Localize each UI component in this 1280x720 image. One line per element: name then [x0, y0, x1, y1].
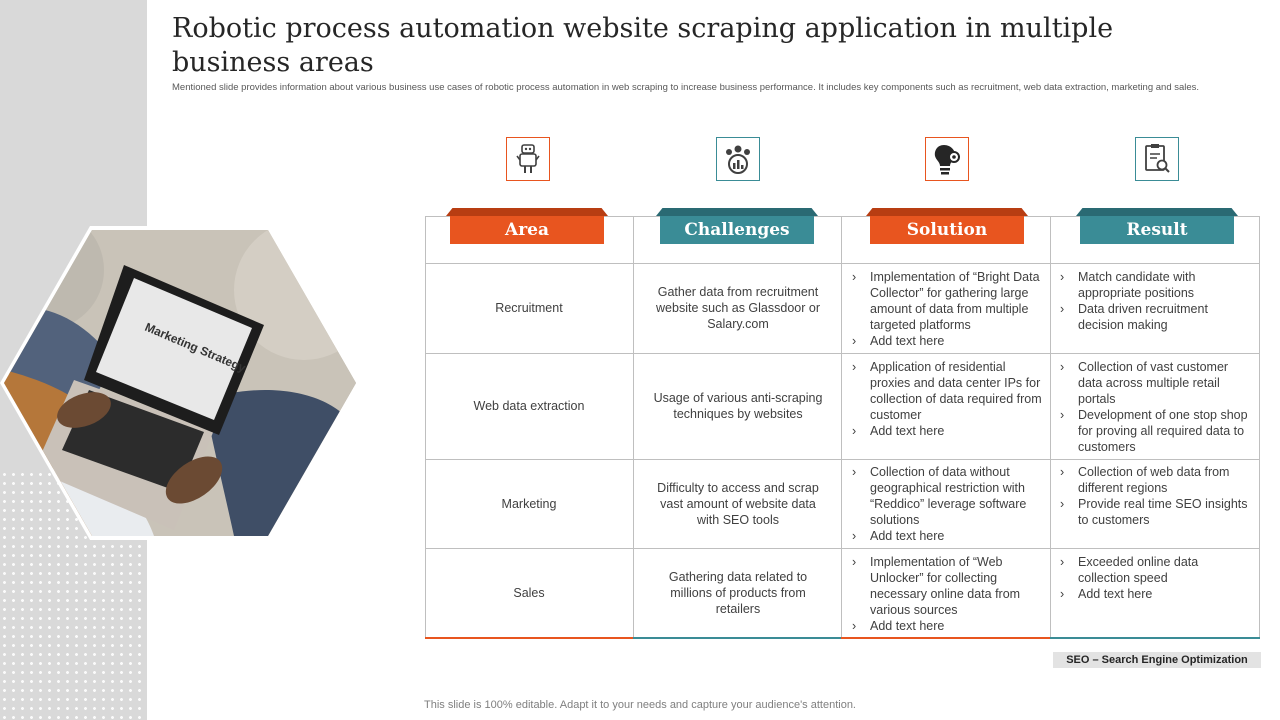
solution-list: Collection of data without geographical …	[850, 464, 1045, 544]
solution-item: Add text here	[850, 528, 1045, 544]
robot-icon	[516, 144, 540, 173]
result-list: Collection of web data from different re…	[1058, 464, 1253, 528]
challenge-cell: Usage of various anti-scraping technique…	[653, 391, 823, 421]
robot-icon-box	[506, 137, 550, 181]
result-list: Match candidate with appropriate positio…	[1058, 269, 1253, 333]
solution-list: Implementation of “Bright Data Collector…	[850, 269, 1045, 349]
result-item: Add text here	[1058, 586, 1253, 602]
lightbulb-gear-icon	[934, 145, 960, 175]
solution-item: Implementation of “Web Unlocker” for col…	[850, 554, 1045, 618]
report-search-icon	[1145, 144, 1170, 173]
result-item: Collection of vast customer data across …	[1058, 359, 1253, 407]
header-area-label: Area	[450, 216, 604, 244]
header-challenges: Challenges	[656, 208, 818, 244]
solution-item: Implementation of “Bright Data Collector…	[850, 269, 1045, 333]
result-item: Exceeded online data collection speed	[1058, 554, 1253, 586]
result-list: Collection of vast customer data across …	[1058, 359, 1253, 455]
result-item: Collection of web data from different re…	[1058, 464, 1253, 496]
header-solution-label: Solution	[870, 216, 1024, 244]
header-solution: Solution	[866, 208, 1028, 244]
header-area: Area	[446, 208, 608, 244]
lightbulb-gear-icon-box	[925, 137, 969, 181]
challenge-cell: Gather data from recruitment website suc…	[656, 285, 820, 331]
result-item: Data driven recruitment decision making	[1058, 301, 1253, 333]
report-search-icon-box	[1135, 137, 1179, 181]
header-challenges-label: Challenges	[660, 216, 814, 244]
seo-legend: SEO – Search Engine Optimization	[1053, 652, 1261, 668]
slide-title: Robotic process automation website scrap…	[172, 13, 1114, 78]
header-result-label: Result	[1080, 216, 1234, 244]
header-result: Result	[1076, 208, 1238, 244]
solution-item: Application of residential proxies and d…	[850, 359, 1045, 423]
solution-list: Implementation of “Web Unlocker” for col…	[850, 554, 1045, 634]
solution-list: Application of residential proxies and d…	[850, 359, 1045, 439]
area-cell: Recruitment	[495, 301, 563, 315]
footer-note: This slide is 100% editable. Adapt it to…	[424, 699, 856, 711]
area-cell: Web data extraction	[473, 399, 585, 413]
result-item: Provide real time SEO insights to custom…	[1058, 496, 1253, 528]
team-analytics-icon-box	[716, 137, 760, 181]
team-analytics-icon	[726, 145, 750, 174]
challenge-cell: Gathering data related to millions of pr…	[668, 570, 808, 616]
solution-item: Collection of data without geographical …	[850, 464, 1045, 528]
area-cell: Sales	[513, 586, 545, 600]
area-cell: Marketing	[501, 496, 557, 511]
challenge-cell: Difficulty to access and scrap vast amou…	[657, 480, 819, 527]
slide-description: Mentioned slide provides information abo…	[172, 82, 1200, 93]
result-list: Exceeded online data collection speed Ad…	[1058, 554, 1253, 602]
result-item: Match candidate with appropriate positio…	[1058, 269, 1253, 301]
result-item: Development of one stop shop for proving…	[1058, 407, 1253, 455]
solution-item: Add text here	[850, 423, 1045, 439]
solution-item: Add text here	[850, 333, 1045, 349]
solution-item: Add text here	[850, 618, 1045, 634]
